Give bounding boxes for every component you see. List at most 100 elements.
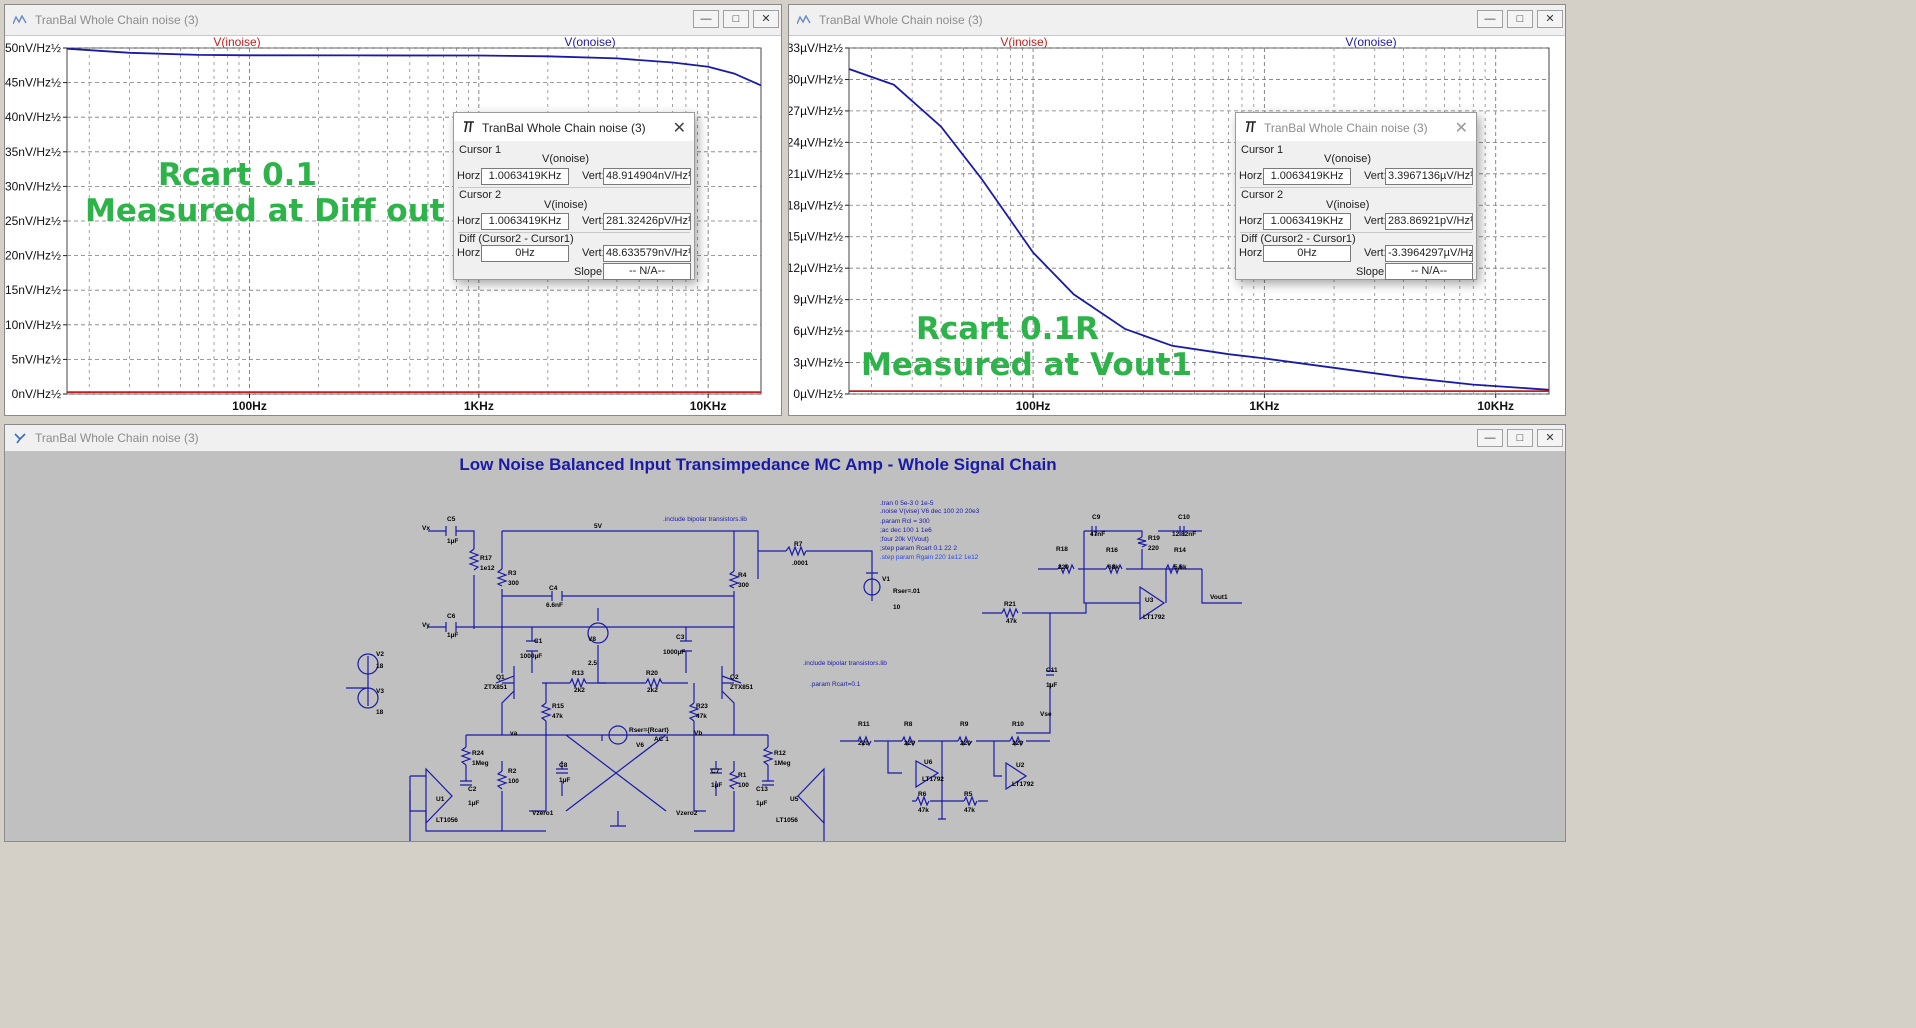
component-label[interactable]: C6 — [447, 613, 456, 620]
close-icon[interactable]: ✕ — [753, 10, 779, 28]
component-label[interactable]: C13 — [756, 786, 768, 793]
component-label[interactable]: R21 — [1004, 601, 1016, 608]
component-value[interactable]: 1000µF — [520, 653, 542, 660]
component-label[interactable]: R4 — [738, 572, 747, 579]
net-label[interactable]: va — [510, 730, 518, 737]
component-label[interactable]: V6 — [636, 742, 644, 749]
maximize-icon[interactable]: □ — [1507, 10, 1533, 28]
right-plot-titlebar[interactable]: TranBal Whole Chain noise (3) — □ ✕ — [789, 5, 1565, 36]
param-directive[interactable]: .param Rcart=0.1 — [810, 681, 861, 688]
trace-label-inoise[interactable]: V(inoise) — [1000, 35, 1047, 49]
net-label[interactable]: Vzero1 — [532, 810, 554, 817]
component-value[interactable]: ZTX851 — [730, 684, 754, 691]
component-value[interactable]: 47k — [1006, 618, 1017, 625]
component-label[interactable]: Q2 — [730, 674, 739, 681]
trace-label-onoise[interactable]: V(onoise) — [564, 35, 615, 49]
component-label[interactable]: U6 — [924, 759, 933, 766]
directive[interactable]: .tran 0 5e-3 0 1e-5 — [880, 500, 934, 507]
component-value[interactable]: LT1792 — [1143, 614, 1165, 621]
net-label[interactable]: Vzero2 — [676, 810, 698, 817]
component-label[interactable]: R7 — [794, 541, 803, 548]
component-value[interactable]: 1µF — [468, 800, 479, 807]
component-label[interactable]: R19 — [1148, 535, 1160, 542]
component-label[interactable]: C8 — [559, 762, 568, 769]
component-label[interactable]: R13 — [572, 670, 584, 677]
component-value[interactable]: LT1056 — [776, 817, 798, 824]
component-label[interactable]: C4 — [549, 585, 558, 592]
component-label[interactable]: R14 — [1174, 547, 1186, 554]
component-label[interactable]: R18 — [1056, 546, 1068, 553]
cursor1-horz-field[interactable]: 1.0063419KHz — [481, 168, 569, 185]
close-icon[interactable]: ✕ — [1537, 429, 1563, 447]
component-label[interactable]: R24 — [472, 750, 484, 757]
left-cursor-dialog-titlebar[interactable]: TranBal Whole Chain noise (3) ✕ — [454, 113, 694, 141]
component-value[interactable]: AC 1 — [654, 736, 669, 743]
trace-label-onoise[interactable]: V(onoise) — [1345, 35, 1396, 49]
net-label[interactable]: Vse — [1040, 711, 1052, 718]
net-label[interactable]: Vout1 — [1210, 594, 1228, 601]
component-value[interactable]: 220 — [858, 740, 869, 747]
component-label[interactable]: U2 — [1016, 762, 1025, 769]
component-value[interactable]: 6.6nF — [546, 602, 563, 609]
directive[interactable]: .param Rcl = 300 — [880, 518, 930, 525]
net-label[interactable]: Vb — [694, 730, 702, 737]
component-value[interactable]: Rser={Rcart} — [629, 727, 669, 734]
component-value[interactable]: 10 — [893, 604, 901, 611]
component-label[interactable]: R17 — [480, 555, 492, 562]
close-icon[interactable]: ✕ — [1537, 10, 1563, 28]
component-label[interactable]: C5 — [447, 516, 456, 523]
schematic-canvas[interactable]: Low Noise Balanced Input Transimpedance … — [6, 451, 1564, 841]
component-value[interactable]: 68k — [1108, 564, 1119, 571]
component-label[interactable]: C3 — [676, 634, 685, 641]
net-label[interactable]: Vx — [422, 525, 430, 532]
component-value[interactable]: 1µF — [1046, 682, 1057, 689]
component-value[interactable]: 100 — [738, 782, 749, 789]
maximize-icon[interactable]: □ — [723, 10, 749, 28]
component-value[interactable]: Rser=.01 — [893, 588, 921, 595]
directive[interactable]: ;step param Rcart 0.1 22 2 — [880, 545, 957, 552]
component-label[interactable]: C10 — [1178, 514, 1190, 521]
component-value[interactable]: 47k — [964, 807, 975, 814]
component-value[interactable]: LT1056 — [436, 817, 458, 824]
component-value[interactable]: 1µF — [559, 777, 570, 784]
component-value[interactable]: LT1792 — [922, 776, 944, 783]
component-value[interactable]: 12.82nF — [1172, 531, 1196, 538]
component-value[interactable]: 300 — [508, 580, 519, 587]
component-value[interactable]: 18 — [376, 709, 384, 716]
minimize-icon[interactable]: — — [693, 10, 719, 28]
component-value[interactable]: 300 — [738, 582, 749, 589]
slope-field[interactable]: -- N/A-- — [1385, 263, 1473, 280]
component-value[interactable]: 1e12 — [480, 565, 495, 572]
component-label[interactable]: Q1 — [496, 674, 505, 681]
directive[interactable]: ;ac dec 100 1 1e6 — [880, 527, 932, 534]
component-label[interactable]: R2 — [508, 768, 517, 775]
maximize-icon[interactable]: □ — [1507, 429, 1533, 447]
cursor1-horz-field[interactable]: 1.0063419KHz — [1263, 168, 1351, 185]
series-line-vonoise[interactable] — [66, 47, 762, 87]
component-value[interactable]: 220 — [1012, 740, 1023, 747]
component-label[interactable]: R3 — [508, 570, 517, 577]
component-label[interactable]: R9 — [960, 721, 969, 728]
component-value[interactable]: 2.5 — [588, 660, 597, 667]
component-label[interactable]: U5 — [790, 796, 799, 803]
component-value[interactable]: 1µF — [447, 632, 458, 639]
component-value[interactable]: 47k — [552, 713, 563, 720]
component-label[interactable]: R11 — [858, 721, 870, 728]
minimize-icon[interactable]: — — [1477, 10, 1503, 28]
cursor2-vert-field[interactable]: 281.32426pV/Hz½ — [603, 213, 691, 230]
directive[interactable]: .noise V(vise) V6 dec 100 20 20e3 — [880, 508, 980, 515]
diff-vert-field[interactable]: -3.3964297µV/Hz½ — [1385, 245, 1473, 262]
component-label[interactable]: R5 — [964, 791, 973, 798]
close-icon[interactable]: ✕ — [672, 120, 686, 137]
component-label[interactable]: R12 — [774, 750, 786, 757]
component-label[interactable]: R16 — [1106, 547, 1118, 554]
minimize-icon[interactable]: — — [1477, 429, 1503, 447]
component-label[interactable]: U1 — [436, 796, 445, 803]
component-value[interactable]: .0001 — [792, 560, 809, 567]
component-label[interactable]: C11 — [1046, 667, 1058, 674]
component-value[interactable]: 1µF — [447, 538, 458, 545]
component-value[interactable]: 100 — [508, 778, 519, 785]
diff-vert-field[interactable]: 48.633579nV/Hz½ — [603, 245, 691, 262]
component-value[interactable]: 220 — [904, 740, 915, 747]
left-plot-titlebar[interactable]: TranBal Whole Chain noise (3) — □ ✕ — [5, 5, 781, 36]
